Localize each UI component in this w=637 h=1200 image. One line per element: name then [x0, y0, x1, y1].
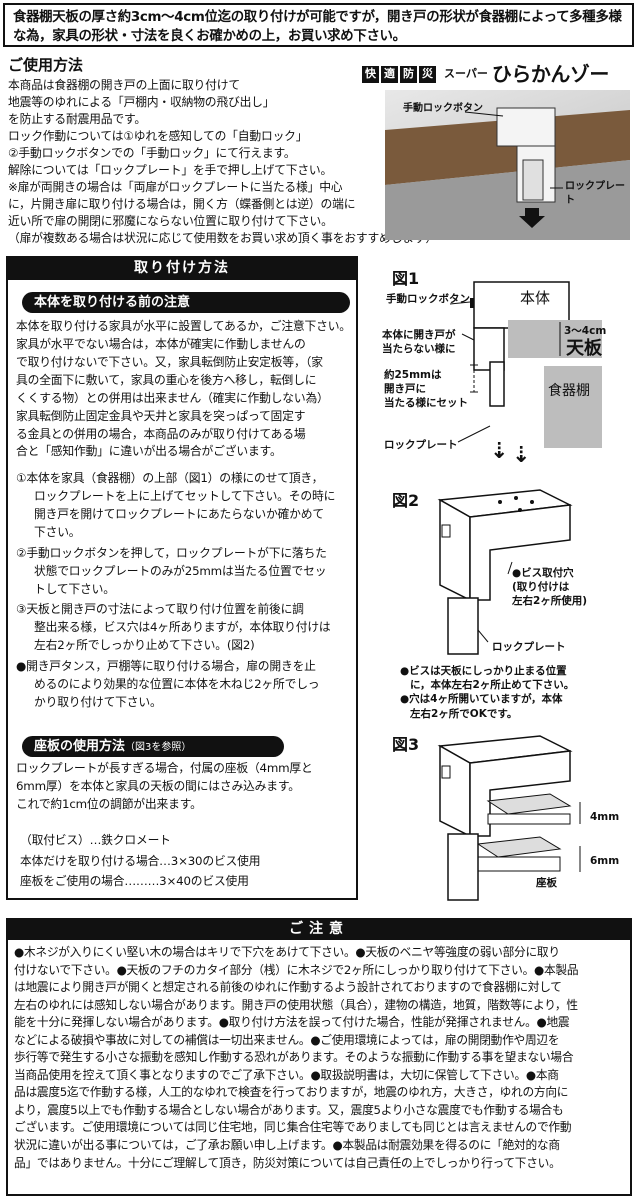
- fig1-plate-label: ロックプレート: [384, 439, 458, 451]
- before-line: 具の全面下に敷いて，家具の重心を後方へ移し，転倒しに: [16, 372, 317, 387]
- usage-line: ※扉が両開きの場合は「両扉がロックプレートに当たる様」中心: [8, 179, 343, 194]
- fig2-diagram: [437, 489, 573, 655]
- product-photo: 手動ロックボタン ロックプレート: [385, 90, 630, 240]
- brand-logo: 快 適 防 災 スーパー ひらかんゾー: [362, 62, 609, 86]
- fig2-notes: ●ビスは天板にしっかり止まる位置 に，本体左右2ヶ所止めて下さい。 ●穴は4ヶ所…: [400, 665, 575, 720]
- photo-label-plate: ロックプレート: [565, 181, 625, 207]
- before-line: 家具が水平でない場合は，本体が確実に作動しませんの: [16, 336, 306, 351]
- fig3-label: 図3: [392, 735, 420, 754]
- brand-kanji: 適: [381, 65, 398, 83]
- step-3: ③天板と開き戸の寸法によって取り付け位置を前後に調 整出来る様，ビス穴は4ヶ所あ…: [16, 602, 331, 653]
- fig1-gap-note: 本体に開き戸が 当たらない様に: [382, 329, 456, 356]
- before-title: 本体を取り付ける前の注意: [22, 292, 350, 313]
- usage-body: 本商品は食器棚の開き戸の上面に取り付けて 地震等のゆれによる「戸棚内・収納物の飛…: [8, 77, 548, 247]
- top-notice: 食器棚天板の厚さ約3cm〜4cm位迄の取り付けが可能ですが，開き戸の形状が食器棚…: [3, 3, 634, 47]
- before-line: くくする物）との併用は出来ません（確実に作動しない為）: [16, 390, 329, 405]
- fig1-thickness: 3〜4cm: [564, 325, 607, 337]
- install-steps: ①本体を家具（食器棚）の上部（図1）の様にのせて頂き， ロックプレートを上に上げ…: [16, 470, 356, 712]
- fig1-top-label: 天板: [566, 338, 602, 359]
- screw-icon: ⇣: [490, 439, 509, 464]
- fig3-6mm: 6mm: [590, 855, 620, 867]
- brand-super: スーパー: [444, 67, 488, 81]
- before-line: 家具転倒防止固定金具や天井と家具を突っぱって固定す: [16, 408, 306, 423]
- fig3-diagram: [437, 735, 581, 901]
- screw-info: （取付ビス）…鉄クロメート 本体だけを取り付ける場合…3×30のビス使用 座板を…: [20, 833, 261, 889]
- usage-line: ロック作動については①ゆれを感知しての「自動ロック」: [8, 128, 308, 143]
- usage-line: を防止する耐震用品です。: [8, 111, 146, 126]
- caution-body: ●木ネジが入りにくい堅い木の場合はキリで下穴をあけて下さい。●天板のベニヤ等強度…: [14, 945, 579, 1170]
- usage-line: 本商品は食器棚の開き戸の上面に取り付けて: [8, 78, 240, 92]
- fig2-plate-label: ロックプレート: [492, 641, 566, 653]
- brand-name: ひらかんゾー: [491, 61, 610, 86]
- fig1-cabinet-label: 食器棚: [548, 383, 590, 399]
- screw-icon: ⇣: [512, 443, 531, 468]
- usage-title: ご使用方法: [8, 56, 84, 74]
- brand-kanji: 防: [400, 65, 417, 83]
- step-2: ②手動ロックボタンを押して，ロックプレートが下に落ちた 状態でロックプレートのみ…: [16, 545, 327, 596]
- fig1-label: 図1: [392, 269, 420, 288]
- fig3-4mm: 4mm: [590, 811, 620, 823]
- before-body: 本体を取り付ける家具が水平に設置してあるか，ご注意下さい。 家具が水平でない場合…: [16, 318, 356, 461]
- before-line: 本体を取り付ける家具が水平に設置してあるか，ご注意下さい。: [16, 319, 351, 333]
- step-1: ①本体を家具（食器棚）の上部（図1）の様にのせて頂き， ロックプレートを上に上げ…: [16, 471, 336, 539]
- before-line: で取り付けないで下さい。又，家具転倒防止安定板等，（家: [16, 354, 323, 369]
- fig1-diagram: [449, 281, 602, 448]
- fig1-body-label: 本体: [520, 289, 551, 307]
- photo-label-button: 手動ロックボタン: [403, 103, 483, 114]
- usage-line: ②手動ロックボタンでの「手動ロック」にて行えます。: [8, 145, 296, 160]
- fig2-label: 図2: [392, 491, 420, 510]
- fig2-holes: ●ビス取付穴 (取り付けは 左右2ヶ所使用): [512, 567, 588, 608]
- fig1-button-label: 手動ロックボタン: [386, 293, 470, 305]
- plate-title: 座板の使用方法（図3を参照）: [22, 736, 284, 757]
- caution-header: ご注意: [6, 918, 632, 940]
- usage-line: に，片開き扉に取り付ける場合は，開く方（蝶番側とは逆）の端に: [8, 196, 356, 211]
- fig1-offset: 約25mmは 開き戸に 当たる様にセット: [384, 369, 468, 410]
- usage-line: 近い所で扉の開閉に邪魔にならない位置に取り付けて下さい。: [8, 213, 333, 228]
- usage-line: 解除については「ロックプレート」を手で押し上げて下さい。: [8, 162, 333, 177]
- fig3-plate-label: 座板: [536, 877, 557, 889]
- install-header: 取り付け方法: [6, 256, 358, 280]
- plate-body: ロックプレートが長すぎる場合，付属の座板（4mm厚と 6mm厚）を本体と家具の天…: [16, 761, 313, 811]
- usage-line: （扉が複数ある場合は状況に応じて使用数をお買い求め頂く事をおすすめします）: [8, 230, 438, 245]
- step-4: ●開き戸タンス，戸棚等に取り付ける場合，扉の開きを止 めるのにより効果的な位置に…: [16, 659, 320, 710]
- before-line: る金具との併用の場合，本商品のみが取り付けてある場: [16, 426, 306, 441]
- top-notice-text: 食器棚天板の厚さ約3cm〜4cm位迄の取り付けが可能ですが，開き戸の形状が食器棚…: [13, 10, 622, 45]
- usage-line: 地震等のゆれによる「戸棚内・収納物の飛び出し」: [8, 94, 275, 109]
- product-photo-svg: [385, 107, 630, 240]
- brand-kanji: 災: [419, 65, 436, 83]
- brand-kanji: 快: [362, 65, 379, 83]
- before-line: 合と「感知作動」に違いが出る場合がございます。: [16, 444, 282, 459]
